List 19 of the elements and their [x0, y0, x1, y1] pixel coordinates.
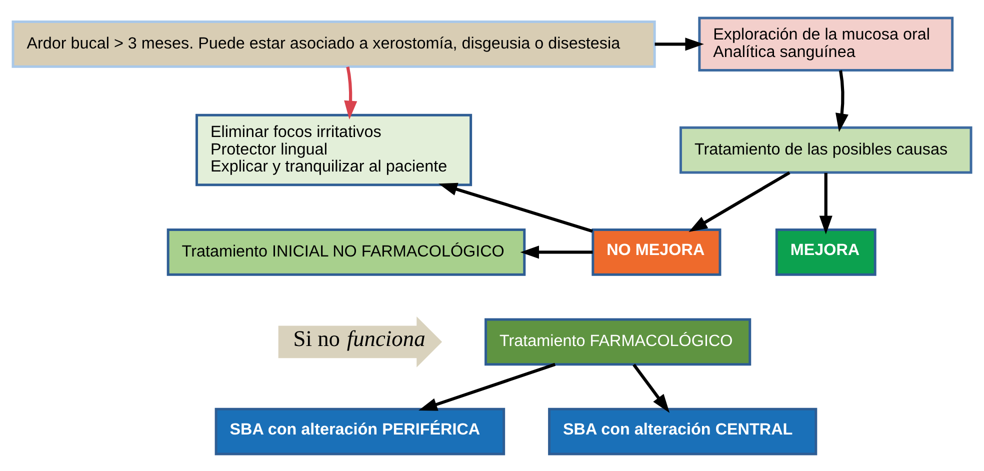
arrow [344, 66, 358, 119]
arrow [688, 170, 790, 232]
node-box: Eliminar focos irritativos Protector lingual Explicar y tranquilizar al paciente [196, 113, 472, 186]
node-box: Tratamiento de las posibles causas [680, 126, 972, 174]
node-box: Exploración de la mucosa oral Analítica sanguínea [698, 16, 954, 72]
arrow [654, 37, 704, 50]
node-box: SBA con alteración CENTRAL [548, 407, 818, 455]
arrow [632, 363, 670, 412]
arrow [836, 70, 848, 132]
arrow [819, 172, 832, 234]
node-box: NO MEJORA [592, 228, 722, 276]
node-box: Tratamiento FARMACOLÓGICO [484, 318, 752, 366]
arrow [520, 245, 593, 258]
node-box: Tratamiento INICIAL NO FARMACOLÓGICO [166, 228, 526, 276]
node-box: MEJORA [775, 228, 876, 276]
arrow [418, 362, 556, 410]
node-box: SBA con alteración PERIFÉRICA [214, 407, 506, 455]
arrow [438, 182, 593, 232]
node-box: Ardor bucal > 3 meses. Puede estar asociado a xerostomía, disgeusia o disestesia [12, 20, 656, 68]
